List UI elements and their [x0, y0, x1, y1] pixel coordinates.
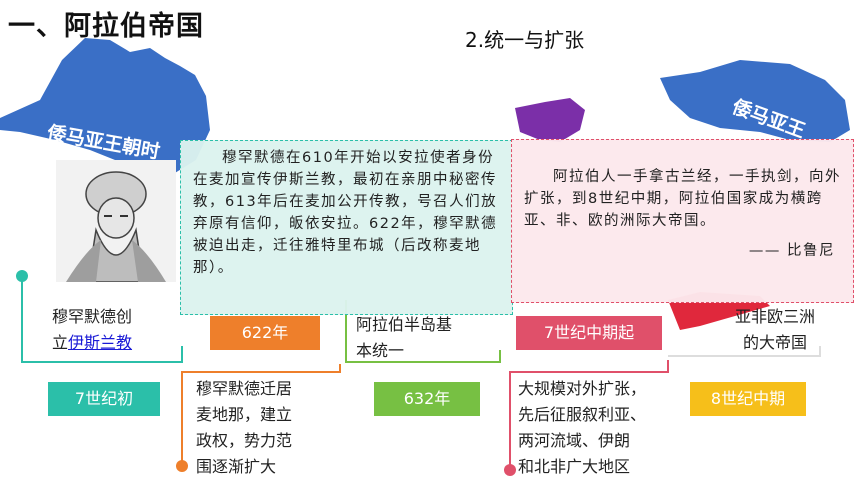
item3-line: 本统一: [356, 341, 405, 360]
tag-7th-century-mid: 7世纪中期起: [516, 316, 662, 350]
item2-line: 麦地那，建立: [196, 405, 293, 424]
quote-right-text: 阿拉伯人一手拿古兰经，一手执剑，向外扩张，到8世纪中期，阿拉伯国家成为横跨亚、非…: [524, 169, 841, 229]
tag-7th-century-early: 7世纪初: [48, 382, 160, 416]
umayyad-map-right: [660, 60, 850, 142]
tag-622: 622年: [210, 316, 320, 350]
item1-line2-pre: 立: [52, 333, 69, 352]
umayyad-map-left: [0, 38, 210, 176]
timeline-item-5-text: 亚非欧三洲 的大帝国: [700, 304, 850, 356]
page-subtitle: 2.统一与扩张: [465, 28, 585, 52]
item4-line: 先后征服叙利亚、: [518, 405, 647, 424]
purple-region: [515, 98, 585, 142]
item3-line: 阿拉伯半岛基: [356, 315, 453, 334]
islam-link[interactable]: 伊斯兰教: [68, 333, 133, 352]
tag-632: 632年: [374, 382, 480, 416]
item1-line1: 穆罕默德创: [52, 307, 133, 326]
page-title: 一、阿拉伯帝国: [8, 11, 204, 42]
timeline-item-3-text: 阿拉伯半岛基 本统一: [356, 312, 506, 364]
item2-line: 围逐渐扩大: [196, 457, 277, 476]
timeline-item-2-text: 穆罕默德迁居 麦地那，建立 政权，势力范 围逐渐扩大: [196, 376, 346, 480]
quote-box-right: 阿拉伯人一手拿古兰经，一手执剑，向外扩张，到8世纪中期，阿拉伯国家成为横跨亚、非…: [511, 139, 854, 303]
item2-line: 穆罕默德迁居: [196, 379, 293, 398]
timeline-item-4-text: 大规模对外扩张， 先后征服叙利亚、 两河流域、伊朗 和北非广大地区: [518, 376, 688, 480]
quote-box-left: 穆罕默德在610年开始以安拉使者身份在麦加宣传伊斯兰教，最初在亲朋中秘密传教，6…: [180, 140, 513, 315]
timeline-item-1-text: 穆罕默德创 立伊斯兰教: [52, 304, 192, 356]
quote-right-author: —— 比鲁尼: [748, 243, 835, 259]
tag-8th-century-mid: 8世纪中期: [690, 382, 806, 416]
item1-line2: 立伊斯兰教: [52, 330, 192, 356]
item5-line: 的大帝国: [742, 333, 807, 352]
item4-line: 两河流域、伊朗: [518, 431, 631, 450]
item2-line: 政权，势力范: [196, 431, 293, 450]
item5-line: 亚非欧三洲: [734, 307, 815, 326]
item4-line: 和北非广大地区: [518, 457, 631, 476]
item4-line: 大规模对外扩张，: [518, 379, 647, 398]
muhammad-portrait: [56, 160, 176, 282]
